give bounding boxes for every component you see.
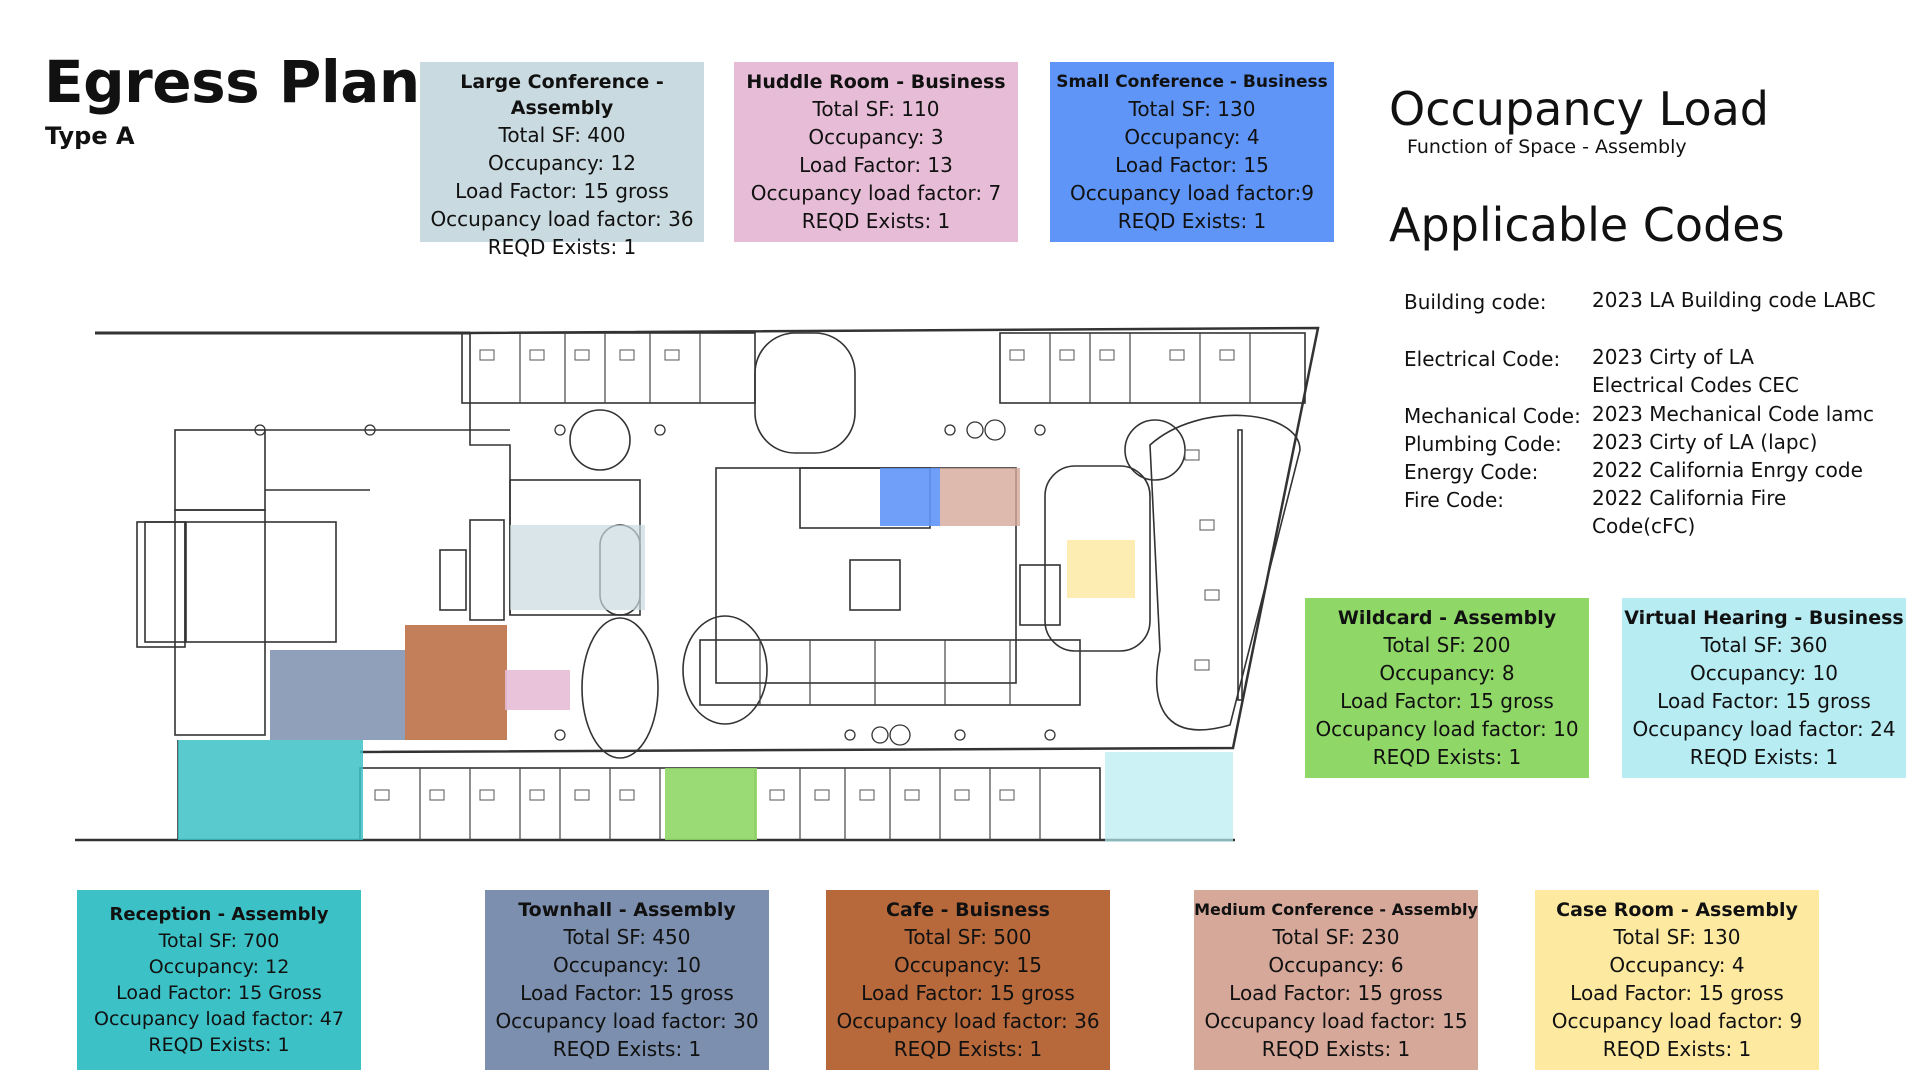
zone-case-room bbox=[1067, 540, 1135, 598]
card-title: Wildcard - Assembly bbox=[1337, 607, 1557, 629]
card-virtual-hearing: Virtual Hearing - Business Total SF: 360… bbox=[1622, 598, 1906, 778]
card-line: Total SF: 130 bbox=[1128, 97, 1256, 121]
card-line: Load Factor: 15 gross bbox=[1340, 689, 1554, 713]
card-line: Occupancy load factor: 36 bbox=[430, 207, 694, 231]
card-line: Total SF: 500 bbox=[904, 925, 1032, 949]
code-label: Plumbing Code: bbox=[1404, 432, 1562, 456]
card-line: REQD Exists: 1 bbox=[148, 1034, 290, 1056]
card-line: Occupancy load factor: 10 bbox=[1315, 717, 1579, 741]
card-line: Total SF: 450 bbox=[563, 925, 691, 949]
card-title: Reception - Assembly bbox=[109, 904, 329, 925]
card-title: Townhall - Assembly bbox=[518, 899, 736, 921]
card-line: Occupancy: 3 bbox=[808, 125, 944, 149]
codes-heading: Applicable Codes bbox=[1389, 198, 1785, 252]
card-reception: Reception - Assembly Total SF: 700 Occup… bbox=[77, 890, 361, 1070]
card-townhall: Townhall - Assembly Total SF: 450 Occupa… bbox=[485, 890, 769, 1070]
card-line: Total SF: 700 bbox=[158, 930, 280, 952]
zone-virtual-hearing bbox=[1105, 752, 1233, 842]
card-title: Huddle Room - Business bbox=[746, 71, 1006, 93]
code-value: 2022 California Fire Code(cFC) bbox=[1592, 486, 1787, 538]
card-line: Occupancy load factor: 15 bbox=[1204, 1009, 1468, 1033]
zone-huddle bbox=[505, 670, 570, 710]
card-line: REQD Exists: 1 bbox=[893, 1037, 1043, 1061]
card-title: Case Room - Assembly bbox=[1556, 899, 1798, 921]
card-title: Virtual Hearing - Business bbox=[1624, 607, 1904, 629]
card-line: Load Factor: 15 gross bbox=[520, 981, 734, 1005]
zone-medium-conference bbox=[940, 468, 1020, 526]
card-line: Occupancy: 10 bbox=[1690, 661, 1838, 685]
zone-townhall bbox=[270, 650, 405, 740]
code-value: 2022 California Enrgy code bbox=[1592, 458, 1863, 482]
card-line: Occupancy: 4 bbox=[1124, 125, 1260, 149]
card-line: REQD Exists: 1 bbox=[1689, 745, 1839, 769]
card-case-room: Case Room - Assembly Total SF: 130 Occup… bbox=[1535, 890, 1819, 1070]
code-label: Building code: bbox=[1404, 290, 1547, 314]
card-line: Occupancy: 10 bbox=[553, 953, 701, 977]
code-value: 2023 Mechanical Code lamc bbox=[1592, 402, 1874, 426]
card-title: Small Conference - Business bbox=[1056, 72, 1328, 92]
card-line: REQD Exists: 1 bbox=[487, 235, 637, 259]
card-line: Load Factor: 15 bbox=[1115, 153, 1269, 177]
card-medium-conference: Medium Conference - Assembly Total SF: 2… bbox=[1194, 890, 1478, 1070]
card-line: Occupancy: 6 bbox=[1268, 953, 1404, 977]
card-huddle-room: Huddle Room - Business Total SF: 110 Occ… bbox=[734, 62, 1018, 242]
code-value: 2023 Cirty of LA Electrical Codes CEC bbox=[1592, 345, 1799, 397]
card-line: Occupancy load factor: 36 bbox=[836, 1009, 1100, 1033]
card-line: Occupancy: 12 bbox=[148, 956, 290, 978]
card-line: Occupancy load factor: 7 bbox=[750, 181, 1002, 205]
page-subtitle: Type A bbox=[45, 122, 135, 150]
card-line: Occupancy: 4 bbox=[1609, 953, 1745, 977]
card-line: Load Factor: 13 bbox=[799, 153, 953, 177]
zone-reception bbox=[178, 740, 363, 840]
card-line: REQD Exists: 1 bbox=[801, 209, 951, 233]
card-line: Occupancy: 15 bbox=[894, 953, 1042, 977]
card-title: Medium Conference - Assembly bbox=[1194, 900, 1478, 919]
code-label: Electrical Code: bbox=[1404, 347, 1561, 371]
code-label: Mechanical Code: bbox=[1404, 404, 1581, 428]
page-title: Egress Plan bbox=[44, 48, 420, 116]
code-value: 2023 LA Building code LABC bbox=[1592, 288, 1876, 312]
card-line: Occupancy: 12 bbox=[488, 151, 636, 175]
card-cafe: Cafe - Buisness Total SF: 500 Occupancy:… bbox=[826, 890, 1110, 1070]
card-line: Total SF: 110 bbox=[812, 97, 940, 121]
card-line: Occupancy load factor: 47 bbox=[94, 1008, 344, 1030]
card-line: Total SF: 130 bbox=[1613, 925, 1741, 949]
card-line: REQD Exists: 1 bbox=[1117, 209, 1267, 233]
card-line: Load Factor: 15 Gross bbox=[116, 982, 322, 1004]
zone-small-conference bbox=[880, 468, 940, 526]
card-line: Occupancy load factor: 30 bbox=[495, 1009, 759, 1033]
zone-large-conference bbox=[510, 525, 645, 610]
card-line: Load Factor: 15 gross bbox=[1570, 981, 1784, 1005]
card-line: Load Factor: 15 gross bbox=[1229, 981, 1443, 1005]
card-line: Load Factor: 15 gross bbox=[861, 981, 1075, 1005]
card-line: Occupancy load factor: 9 bbox=[1551, 1009, 1803, 1033]
card-line: REQD Exists: 1 bbox=[1261, 1037, 1411, 1061]
card-line: Total SF: 200 bbox=[1383, 633, 1511, 657]
card-line: Total SF: 230 bbox=[1272, 925, 1400, 949]
code-label: Energy Code: bbox=[1404, 460, 1539, 484]
card-title: Cafe - Buisness bbox=[886, 899, 1050, 921]
card-line: Occupancy load factor:9 bbox=[1069, 181, 1315, 205]
card-small-conference: Small Conference - Business Total SF: 13… bbox=[1050, 62, 1334, 242]
occupancy-heading: Occupancy Load bbox=[1389, 82, 1769, 136]
zone-wildcard bbox=[665, 768, 757, 840]
card-title: Large Conference - Assembly bbox=[460, 71, 664, 119]
card-line: REQD Exists: 1 bbox=[552, 1037, 702, 1061]
card-line: Load Factor: 15 gross bbox=[455, 179, 669, 203]
card-line: Occupancy load factor: 24 bbox=[1632, 717, 1896, 741]
card-wildcard: Wildcard - Assembly Total SF: 200 Occupa… bbox=[1305, 598, 1589, 778]
code-value: 2023 Cirty of LA (lapc) bbox=[1592, 430, 1818, 454]
card-large-conference: Large Conference - Assembly Total SF: 40… bbox=[420, 62, 704, 259]
card-line: REQD Exists: 1 bbox=[1602, 1037, 1752, 1061]
occupancy-function: Function of Space - Assembly bbox=[1407, 136, 1687, 158]
zone-cafe bbox=[405, 625, 507, 740]
code-label: Fire Code: bbox=[1404, 488, 1504, 512]
card-line: Total SF: 360 bbox=[1700, 633, 1828, 657]
card-line: Occupancy: 8 bbox=[1379, 661, 1515, 685]
card-line: REQD Exists: 1 bbox=[1372, 745, 1522, 769]
card-line: Total SF: 400 bbox=[498, 123, 626, 147]
card-line: Load Factor: 15 gross bbox=[1657, 689, 1871, 713]
